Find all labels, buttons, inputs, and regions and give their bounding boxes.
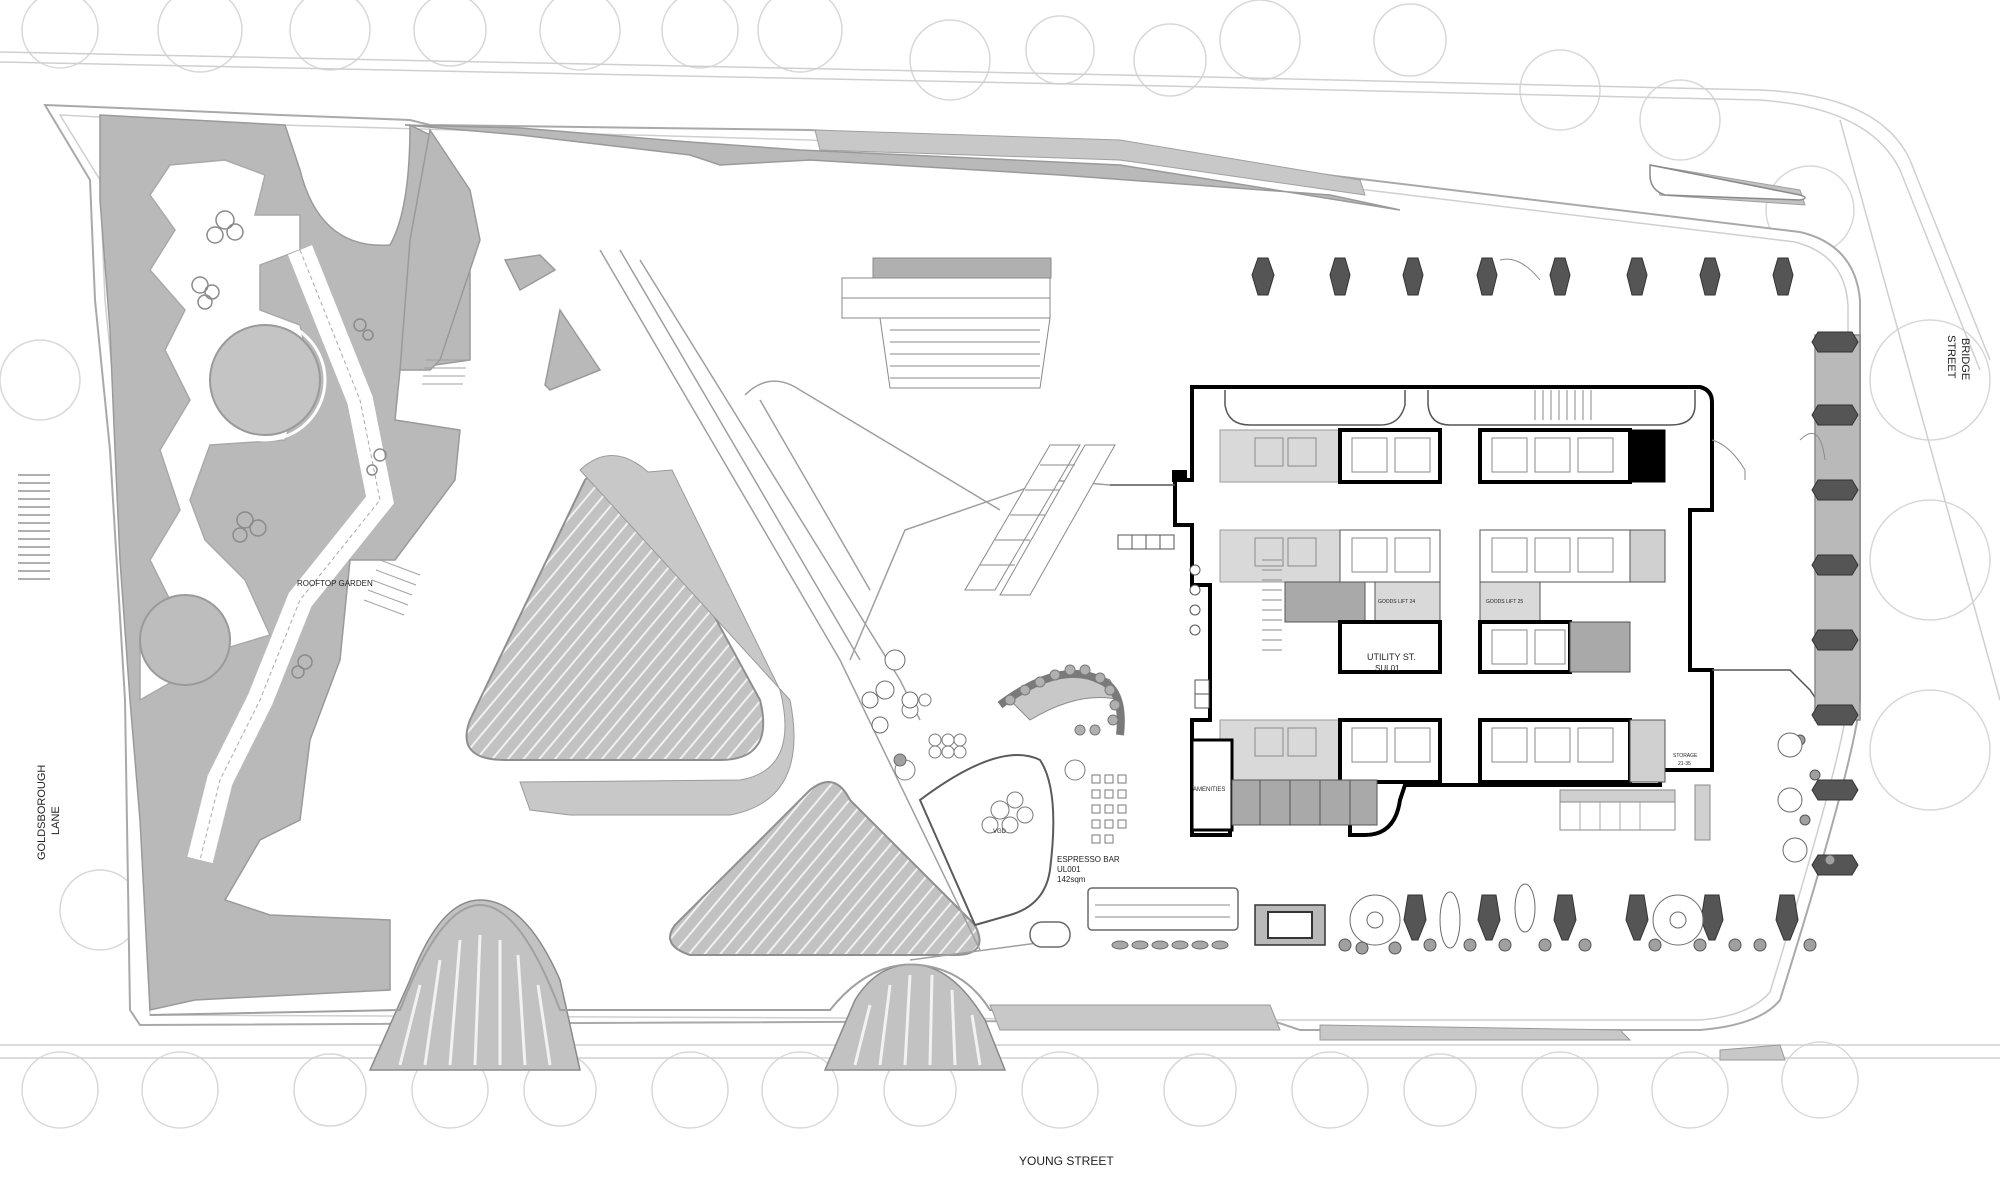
espresso-seating-loop bbox=[1004, 664, 1121, 736]
skylight-rim-north bbox=[519, 455, 795, 816]
label-rooftop-garden: ROOFTOP GARDEN bbox=[297, 579, 373, 588]
label-young-street: YOUNG STREET bbox=[1019, 1154, 1114, 1168]
bridge-street-frontage bbox=[1251, 257, 1861, 876]
cafe-cluster-west bbox=[861, 649, 919, 767]
kitchen-counter bbox=[1087, 887, 1239, 931]
label-goldsborough-line2: LANE bbox=[50, 806, 62, 835]
label-vgd: VGD bbox=[993, 829, 1007, 835]
label-bridge-line2: STREET bbox=[1945, 335, 1957, 379]
skylight-small-rhombus bbox=[503, 254, 557, 292]
skylight-triangle-south bbox=[669, 781, 981, 956]
columns-east bbox=[1811, 331, 1859, 876]
outdoor-dining bbox=[1254, 732, 1836, 955]
label-amenities: AMENITIES bbox=[1193, 787, 1225, 793]
escalator-diagonal bbox=[964, 444, 1116, 596]
street-edge-lines bbox=[0, 51, 2000, 1059]
north-pill bbox=[1649, 164, 1806, 201]
label-espresso-line3: 142sqm bbox=[1057, 875, 1086, 884]
escalator-north bbox=[841, 257, 1052, 389]
galleria-lines bbox=[599, 249, 1111, 961]
label-goods-lift-25: GOODS LIFT 25 bbox=[1486, 599, 1523, 605]
core-building: GOODS LIFT 24 GOODS LIFT 25 UTILITY ST. … bbox=[1110, 385, 1831, 837]
label-goods-lift-24: GOODS LIFT 24 bbox=[1378, 599, 1415, 605]
label-espresso-line2: UL001 bbox=[1057, 865, 1081, 874]
label-storage-line2: 21-35 bbox=[1678, 761, 1691, 767]
lift-banks bbox=[1219, 428, 1666, 784]
rooftop-garden: ROOFTOP GARDEN bbox=[99, 114, 471, 1011]
garden-round-feature-north bbox=[209, 324, 321, 436]
label-utility-line2: SUL01 bbox=[1375, 664, 1400, 673]
label-utility-line1: UTILITY ST. bbox=[1367, 652, 1416, 662]
amenities-block bbox=[1190, 738, 1378, 832]
street-trees-south bbox=[21, 1041, 1859, 1129]
young-street-entries bbox=[149, 899, 1786, 1071]
label-bridge-line1: BRIDGE bbox=[1959, 338, 1971, 380]
core-seating bbox=[1117, 534, 1210, 709]
label-espresso-line1: ESPRESSO BAR bbox=[1057, 855, 1120, 864]
skylight-small-triangle bbox=[544, 308, 602, 391]
columns-north bbox=[1251, 257, 1794, 296]
cafe-tables bbox=[894, 693, 1127, 844]
espresso-bar: ESPRESSO BAR UL001 142sqm VGD bbox=[861, 649, 1239, 950]
garden-round-feature-south bbox=[139, 594, 231, 686]
label-storage-line1: STORAGE bbox=[1673, 753, 1698, 759]
garden-trees bbox=[191, 210, 387, 679]
site-outline bbox=[43, 103, 1861, 1031]
core-stairs-west bbox=[1262, 559, 1282, 651]
label-goldsborough-line1: GOLDSBOROUGH bbox=[36, 765, 48, 860]
stairs-west-garden bbox=[363, 359, 468, 616]
crosswalk-goldsborough bbox=[18, 474, 50, 580]
lift-car-outlines bbox=[1254, 437, 1614, 763]
planters-row bbox=[1111, 940, 1229, 950]
core-stairs-north bbox=[1534, 390, 1592, 420]
